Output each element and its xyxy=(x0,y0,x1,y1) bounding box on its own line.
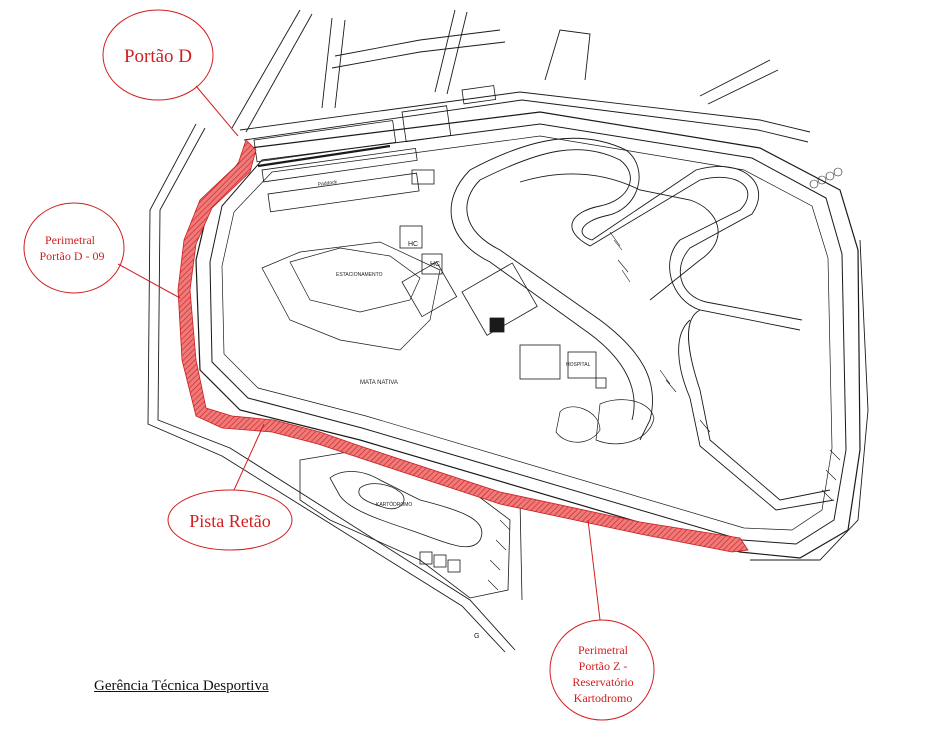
perimetral-d-line-1: Perimetral xyxy=(45,233,96,247)
perimetral-z-line-1: Perimetral xyxy=(578,643,629,657)
map-labels: Paddock HC HC ESTACIONAMENTO MATA NATIVA… xyxy=(317,179,590,640)
perimetral-z-line-3: Reservatório xyxy=(572,675,633,689)
estacionamento-label: ESTACIONAMENTO xyxy=(336,272,383,278)
paddock-label: Paddock xyxy=(317,179,338,188)
callout-perimetral-z: Perimetral Portão Z - Reservatório Karto… xyxy=(549,519,655,721)
terrain-marks xyxy=(487,167,843,591)
perimetral-d-line-2: Portão D - 09 xyxy=(40,249,105,263)
g-label: G xyxy=(474,633,479,640)
callout-pista-retao: Pista Retão xyxy=(167,423,293,551)
hc-label-1: HC xyxy=(408,241,418,248)
callout-perimetral-d: Perimetral Portão D - 09 xyxy=(23,202,181,299)
hospital-label: HOSPITAL xyxy=(566,362,591,368)
hc-label-2: HC xyxy=(430,261,440,268)
outer-roads xyxy=(147,9,869,653)
portao-d-label: Portão D xyxy=(124,46,192,67)
perimetral-z-line-4: Kartodromo xyxy=(574,691,633,705)
pista-retao-label: Pista Retão xyxy=(189,511,271,531)
highlighted-perimeter xyxy=(177,139,749,553)
infield-areas xyxy=(261,241,655,445)
mata-nativa-label: MATA NATIVA xyxy=(360,380,398,386)
callout-portao-d: Portão D xyxy=(102,9,239,137)
infield-track xyxy=(450,137,835,511)
footer-title: Gerência Técnica Desportiva xyxy=(94,678,269,694)
pit-buildings xyxy=(253,85,497,275)
infield-buildings xyxy=(401,261,607,389)
circuit-outer xyxy=(195,111,861,559)
kartodromo-label: KARTÓDROMO xyxy=(376,501,412,508)
perimetral-z-line-2: Portão Z - xyxy=(579,659,628,673)
